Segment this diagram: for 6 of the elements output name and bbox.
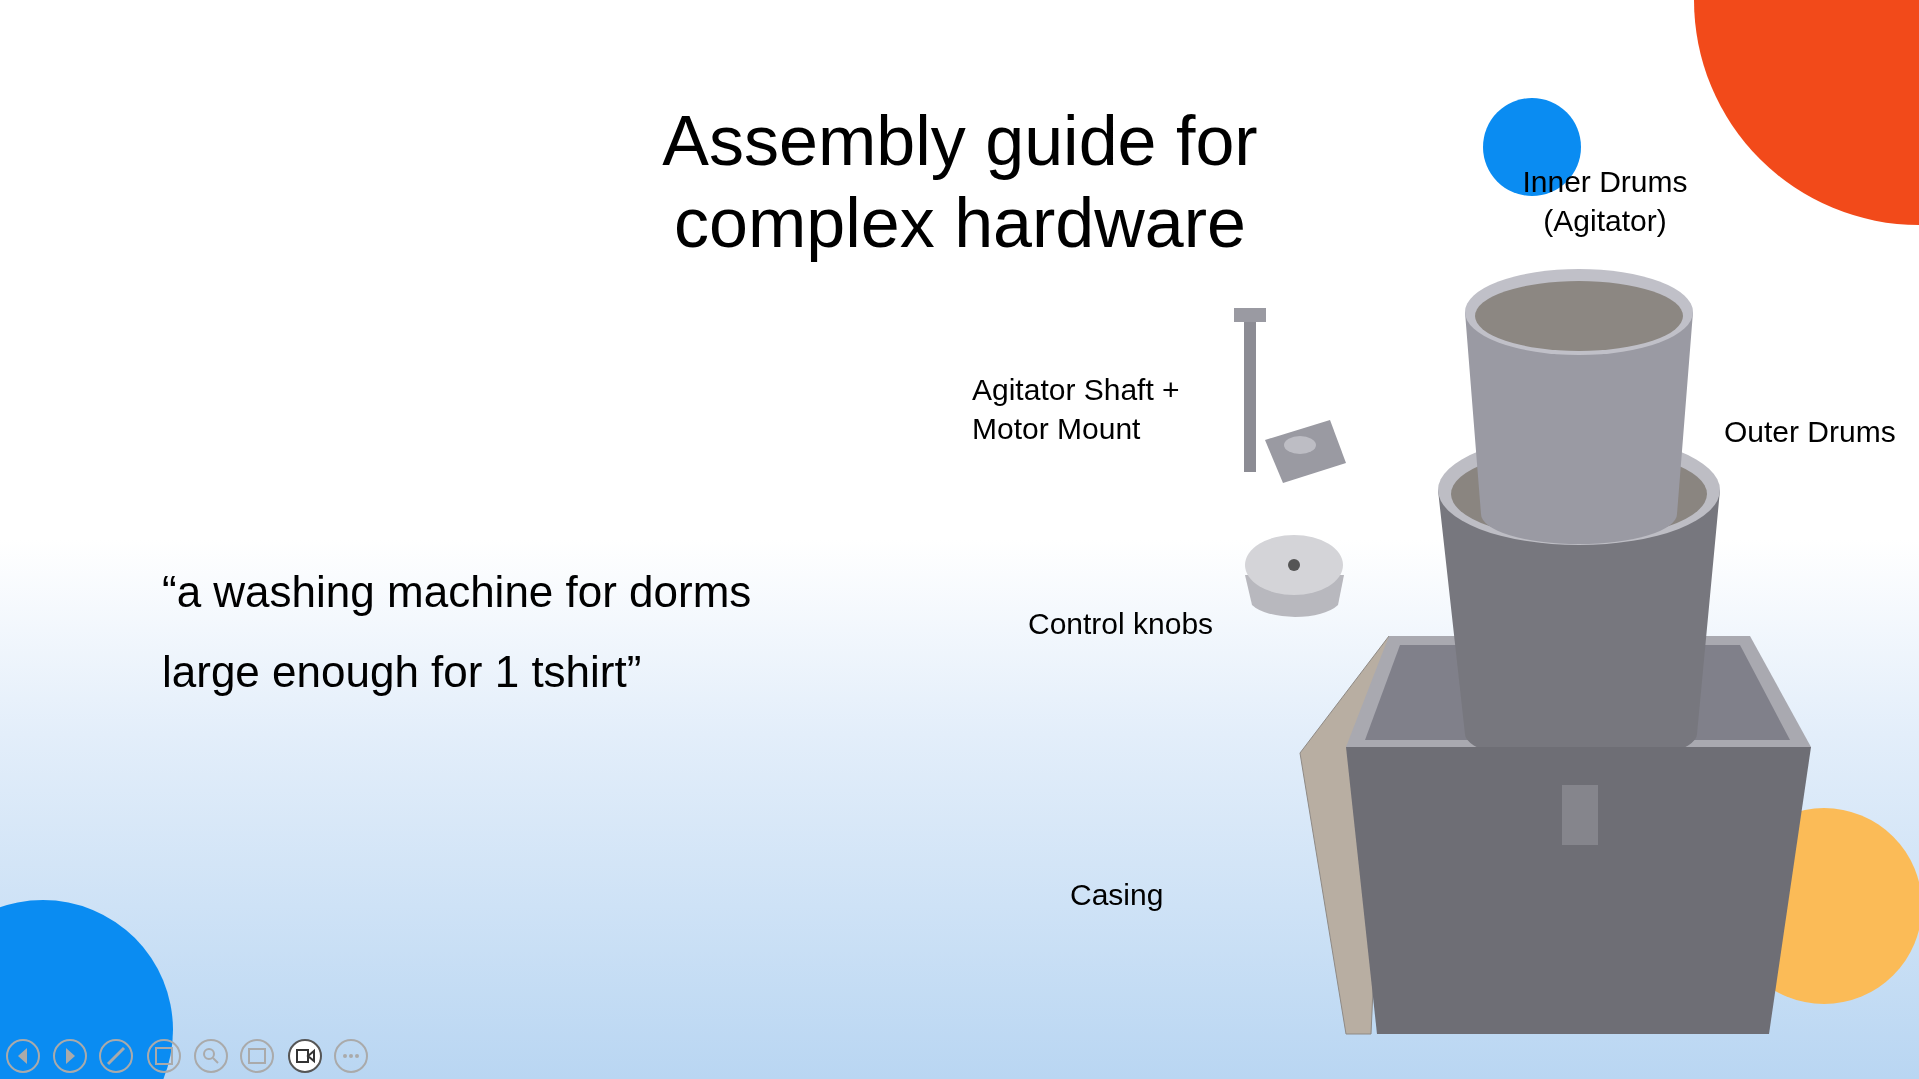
quote-text: “a washing machine for dorms large enough for 1 tshirt”: [162, 566, 753, 698]
slide-title: Assembly guide for complex hardware: [661, 101, 1259, 264]
part-label: Control knobs: [1028, 606, 1215, 642]
part-label: Outer Drums: [1724, 414, 1897, 450]
part-label: Agitator Shaft + Motor Mount: [972, 372, 1181, 447]
part-label: Casing: [1070, 877, 1165, 913]
